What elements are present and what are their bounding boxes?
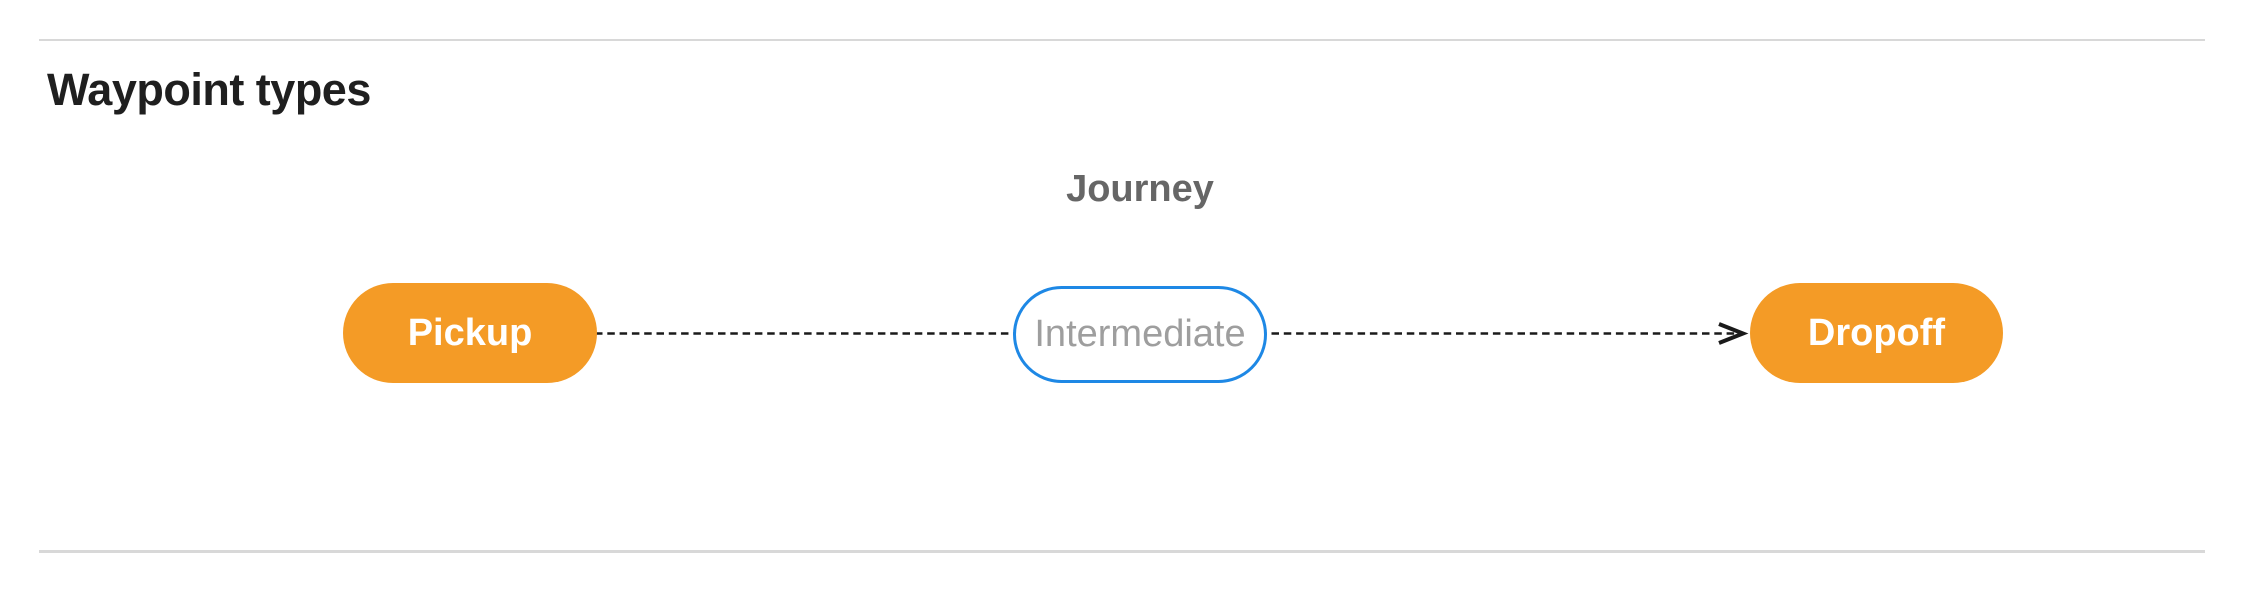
journey-group-label: Journey	[1066, 168, 1214, 210]
top-divider	[39, 39, 2205, 41]
node-pickup: Pickup	[343, 283, 597, 383]
arrowhead-icon	[1718, 322, 1749, 345]
node-pickup-label: Pickup	[407, 311, 533, 354]
node-intermediate-label: Intermediate	[1034, 313, 1246, 355]
section-heading: Waypoint types	[47, 64, 371, 115]
node-dropoff: Dropoff	[1750, 283, 2003, 383]
node-dropoff-label: Dropoff	[1807, 311, 1946, 354]
bottom-divider	[39, 550, 2205, 553]
node-intermediate: Intermediate	[1013, 286, 1267, 383]
